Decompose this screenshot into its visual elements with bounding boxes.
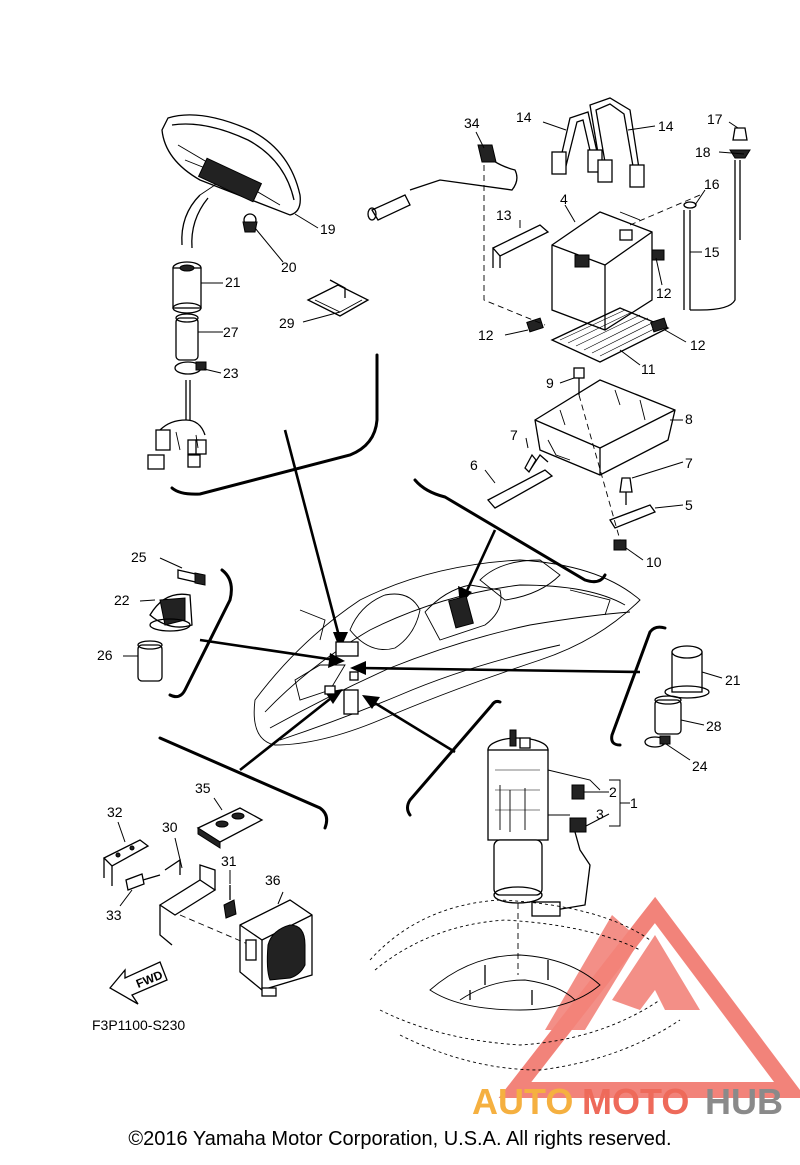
callout-26: 26 [97,647,113,663]
callout-16: 16 [704,176,720,192]
callout-24: 24 [692,758,708,774]
callout-10: 10 [646,554,662,570]
callout-11: 11 [641,361,656,377]
callout-19: 19 [320,221,336,237]
callout-12c: 12 [690,337,706,353]
callout-13: 13 [496,207,512,223]
callout-1: 1 [630,795,638,811]
callout-25: 25 [131,549,147,565]
callout-9: 9 [546,375,554,391]
callout-28: 28 [706,718,722,734]
callout-3: 3 [596,806,604,822]
callout-33: 33 [106,907,122,923]
ecu-assembly [102,807,313,997]
leader-lines [117,121,745,907]
watermark-logo [498,896,800,1098]
part-29-clip [306,279,370,317]
fwd-arrow: FWD [109,961,168,1005]
bracket-pump [406,699,502,817]
callout-15: 15 [704,244,720,260]
callout-17: 17 [707,111,723,127]
watermark-auto: AUTO [472,1081,573,1122]
left-grommets [137,569,206,682]
callout-21b: 21 [725,672,741,688]
bracket-battery [413,478,607,584]
callout-22: 22 [114,592,130,608]
fuel-pump [487,729,601,975]
section-brackets [158,353,667,830]
callout-12a: 12 [478,327,494,343]
callout-32: 32 [107,804,123,820]
battery-assembly [367,97,751,363]
fuel-tank-outline [369,899,681,1071]
callout-12b: 12 [656,285,672,301]
meter-assembly [147,114,301,470]
callout-31: 31 [221,853,237,869]
callout-35: 35 [195,780,211,796]
callout-7a: 7 [510,427,518,443]
callout-6: 6 [470,457,478,473]
diagram-code: F3P1100-S230 [92,1017,185,1033]
callout-34: 34 [464,115,480,131]
callout-2: 2 [609,784,617,800]
callout-14b: 14 [658,118,674,134]
battery-box [486,367,676,551]
copyright-footer: ©2016 Yamaha Motor Corporation, U.S.A. A… [128,1128,672,1150]
diagram-canvas: FWD [92,97,800,1122]
bracket-meter [170,353,379,496]
right-grommets [644,645,710,748]
watermark-hub: HUB [705,1081,783,1122]
callout-23: 23 [223,365,239,381]
callout-29: 29 [279,315,295,331]
watercraft-hull [253,559,641,746]
callout-18: 18 [695,144,711,160]
watermark-text: AUTO MOTO HUB [472,1081,783,1122]
callout-21a: 21 [225,274,241,290]
bracket-left [168,568,233,699]
callout-14a: 14 [516,109,532,125]
watermark-moto: MOTO [582,1081,689,1122]
callout-30: 30 [162,819,178,835]
callout-4: 4 [560,191,568,207]
callout-20: 20 [281,259,297,275]
bracket-ecu [158,736,329,830]
callout-36: 36 [265,872,281,888]
callout-5: 5 [685,497,693,513]
callout-8: 8 [685,411,693,427]
bracket-right [610,625,667,747]
pointer-arrows [199,429,641,772]
callout-labels: 1 2 3 4 5 6 7 7 8 9 10 11 12 12 12 13 14… [97,109,741,923]
callout-27: 27 [223,324,239,340]
callout-7b: 7 [685,455,693,471]
